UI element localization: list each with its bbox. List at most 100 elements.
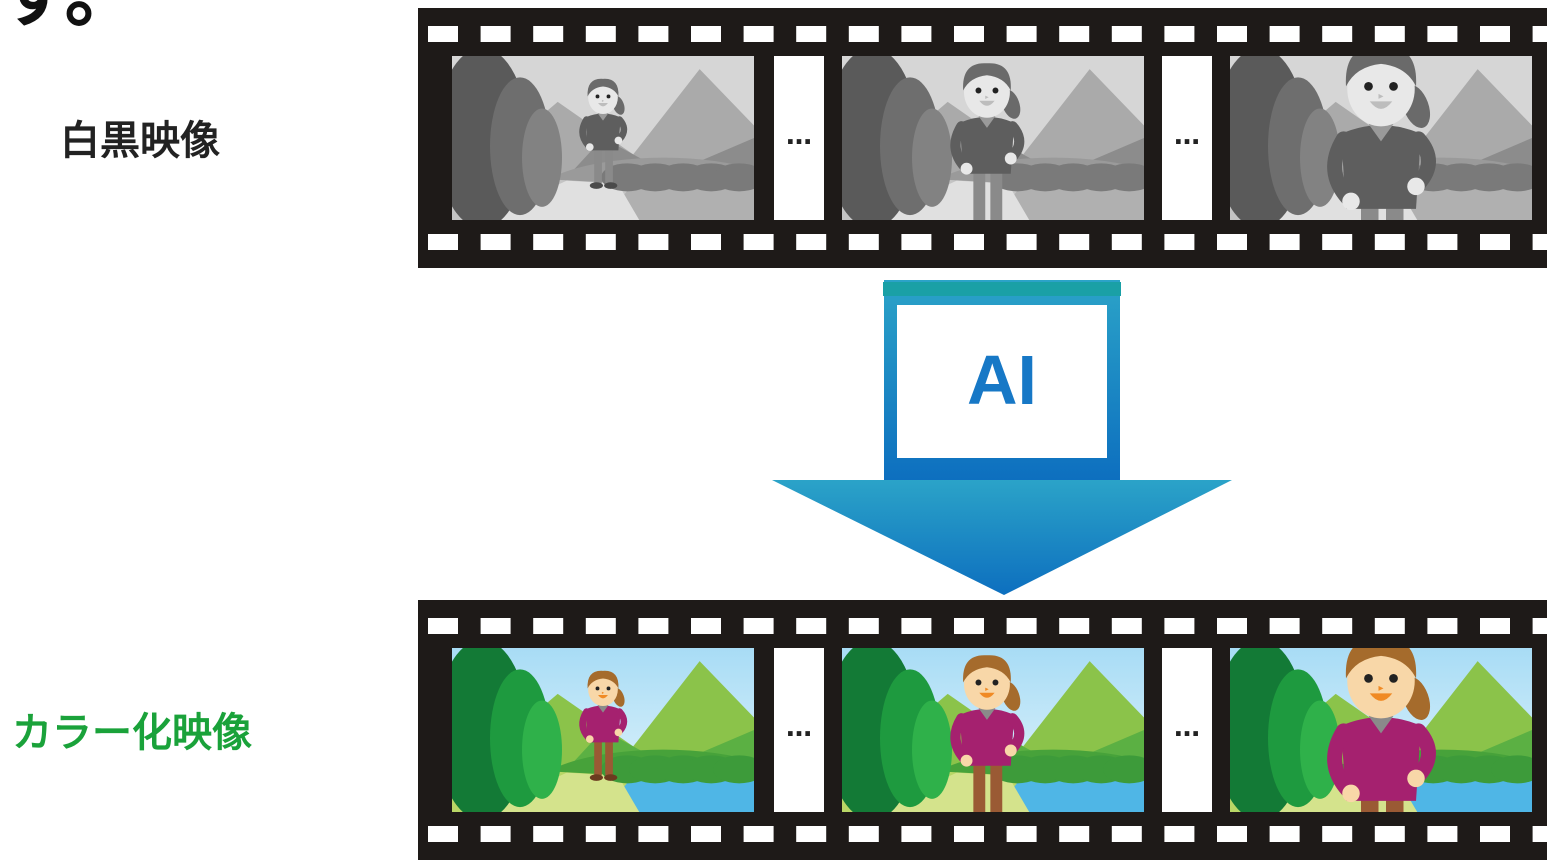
sprocket-hole	[1006, 234, 1037, 250]
film-frame	[1230, 56, 1532, 220]
sprocket-hole	[901, 234, 932, 250]
film-frame-scene	[452, 56, 754, 220]
frame-gap	[774, 648, 824, 812]
sprocket-hole	[1111, 618, 1142, 634]
sprocket-hole	[533, 234, 564, 250]
sprocket-hole	[428, 234, 458, 250]
sprocket-hole	[691, 26, 721, 42]
sprocket-hole	[691, 826, 721, 842]
film-frame	[452, 56, 754, 220]
sprocket-hole	[743, 618, 774, 634]
colorized-video-label: カラー化映像	[12, 710, 252, 756]
sprocket-hole	[1374, 26, 1405, 42]
sprocket-hole	[743, 826, 774, 842]
sprocket-hole	[848, 234, 879, 250]
sprocket-hole	[480, 234, 511, 250]
sprocket-hole	[1374, 826, 1405, 842]
film-frame	[842, 648, 1144, 812]
sprocket-hole	[954, 826, 984, 842]
sprocket-hole	[428, 826, 458, 842]
sprocket-hole	[638, 234, 669, 250]
sprocket-hole	[533, 826, 564, 842]
sprocket-hole	[428, 618, 458, 634]
sprocket-hole	[533, 26, 564, 42]
sprocket-hole	[1111, 234, 1142, 250]
sprocket-hole	[1269, 234, 1300, 250]
sprocket-hole	[1532, 826, 1547, 842]
sprocket-hole	[1480, 234, 1510, 250]
sprocket-hole	[1427, 234, 1458, 250]
film-frame-scene	[1230, 648, 1532, 812]
sprocket-hole	[1427, 826, 1458, 842]
sprocket-hole	[1269, 826, 1300, 842]
sprocket-hole	[954, 234, 984, 250]
sprocket-hole	[1006, 826, 1037, 842]
sprocket-hole	[901, 618, 932, 634]
sprocket-hole	[1164, 826, 1195, 842]
sprocket-hole	[901, 826, 932, 842]
bw-film-strip: ……	[418, 8, 1547, 268]
sprocket-hole	[743, 234, 774, 250]
sprocket-hole	[1532, 618, 1547, 634]
sprocket-hole	[480, 26, 511, 42]
sprocket-hole	[1269, 618, 1300, 634]
sprocket-hole	[428, 26, 458, 42]
sprocket-hole	[1059, 826, 1090, 842]
ai-arrow	[772, 280, 1232, 595]
person-figure	[579, 670, 628, 781]
film-frame-scene	[452, 648, 754, 812]
sprocket-hole	[1374, 618, 1405, 634]
ellipsis-text: …	[786, 121, 812, 151]
sprocket-hole	[1427, 26, 1458, 42]
sprocket-hole	[585, 234, 616, 250]
person-figure	[950, 655, 1025, 812]
sprocket-hole	[1322, 618, 1353, 634]
sprocket-hole	[638, 826, 669, 842]
sprocket-hole	[1217, 618, 1247, 634]
frame-gap	[1162, 56, 1212, 220]
sprocket-hole	[1322, 826, 1353, 842]
frame-gap	[1162, 648, 1212, 812]
film-frame-scene	[1230, 56, 1532, 220]
sprocket-hole	[1217, 26, 1247, 42]
sprocket-hole	[1164, 618, 1195, 634]
color-film-strip: ……	[418, 600, 1547, 860]
sprocket-hole	[691, 618, 721, 634]
sprocket-hole	[585, 618, 616, 634]
sprocket-hole	[1006, 618, 1037, 634]
sprocket-hole	[585, 826, 616, 842]
sprocket-hole	[638, 618, 669, 634]
sprocket-hole	[1427, 618, 1458, 634]
film-frame-scene	[842, 648, 1144, 812]
sprocket-hole	[796, 618, 827, 634]
sprocket-hole	[1532, 234, 1547, 250]
film-frame	[452, 648, 754, 812]
sprocket-hole	[1374, 234, 1405, 250]
sprocket-hole	[638, 26, 669, 42]
sprocket-hole	[848, 618, 879, 634]
sprocket-hole	[848, 826, 879, 842]
heading-fragment: す。	[0, 0, 139, 32]
sprocket-hole	[1269, 26, 1300, 42]
sprocket-hole	[1480, 26, 1510, 42]
sprocket-hole	[1006, 26, 1037, 42]
sprocket-hole	[1322, 26, 1353, 42]
ellipsis-text: …	[1174, 713, 1200, 743]
sprocket-hole	[1111, 826, 1142, 842]
sprocket-hole	[1480, 618, 1510, 634]
sprocket-hole	[1217, 234, 1247, 250]
frame-gap	[774, 56, 824, 220]
film-frame	[842, 56, 1144, 220]
sprocket-hole	[1059, 26, 1090, 42]
sprocket-hole	[1059, 618, 1090, 634]
sprocket-hole	[1217, 826, 1247, 842]
bw-video-label: 白黒映像	[60, 118, 220, 164]
sprocket-hole	[480, 826, 511, 842]
film-frame	[1230, 648, 1532, 812]
sprocket-hole	[480, 618, 511, 634]
sprocket-hole	[848, 26, 879, 42]
sprocket-hole	[1322, 234, 1353, 250]
sprocket-hole	[901, 26, 932, 42]
sprocket-hole	[585, 26, 616, 42]
